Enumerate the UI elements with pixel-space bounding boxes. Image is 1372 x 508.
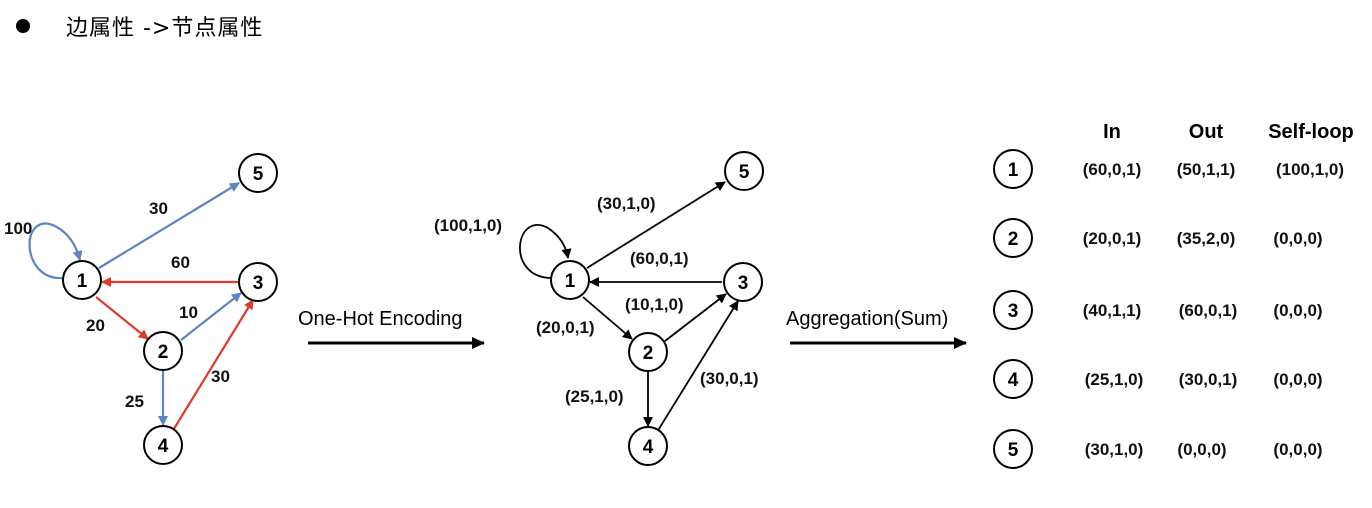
g1-node-4: 4 (143, 425, 183, 465)
g2-label-3-1: (60,0,1) (630, 249, 689, 268)
g2-node-3: 3 (723, 262, 763, 302)
g2-label-2-4: (25,1,0) (565, 387, 624, 406)
table-cell-in: (40,1,1) (1083, 301, 1142, 320)
table-row: 4 (25,1,0) (30,0,1) (0,0,0) (993, 359, 1323, 399)
g1-label-1-2: 20 (86, 316, 105, 335)
g2-edge-2-3 (664, 293, 727, 342)
table-cell-in: (25,1,0) (1085, 370, 1144, 389)
table-row-node: 3 (1008, 301, 1019, 322)
table-cell-self-loop: (0,0,0) (1273, 370, 1322, 389)
g2-node-2-label: 2 (643, 343, 654, 364)
table-cell-self-loop: (0,0,0) (1273, 301, 1322, 320)
g1-edge-self-1 (28, 222, 83, 280)
g1-label-2-3: 10 (179, 303, 198, 322)
g1-label-2-4: 25 (125, 392, 144, 411)
table-row-node: 4 (1008, 370, 1019, 391)
table-row: 5 (30,1,0) (0,0,0) (0,0,0) (993, 429, 1323, 469)
table-cell-self-loop: (100,1,0) (1276, 160, 1344, 179)
g1-edge-4-3 (171, 299, 254, 433)
step2-arrow: Aggregation(Sum) (786, 308, 967, 349)
g1-label-3-1: 60 (171, 253, 190, 272)
g1-node-5-label: 5 (253, 164, 264, 185)
g1-node-2: 2 (143, 331, 183, 371)
table-row: 2 (20,0,1) (35,2,0) (0,0,0) (993, 218, 1323, 258)
g1-node-2-label: 2 (158, 342, 169, 363)
g2-edge-4-3 (656, 300, 739, 433)
g2-edge-self-1 (519, 224, 572, 279)
g2-node-5-label: 5 (739, 162, 750, 183)
table-cell-out: (60,0,1) (1179, 301, 1238, 320)
g1-node-1-label: 1 (77, 271, 88, 292)
graph1: 100 30 60 10 20 25 30 1 2 3 4 5 (4, 153, 278, 465)
step2-label: Aggregation(Sum) (786, 308, 948, 330)
table-row: 3 (40,1,1) (60,0,1) (0,0,0) (993, 290, 1323, 330)
table-cell-in: (30,1,0) (1085, 440, 1144, 459)
table-cell-out: (30,0,1) (1179, 370, 1238, 389)
g1-edge-2-3 (180, 292, 242, 341)
g1-node-5: 5 (238, 153, 278, 193)
g2-node-1-label: 1 (565, 271, 576, 292)
title-row: 边属性 ->节点属性 (16, 6, 263, 46)
table-row-node: 1 (1008, 160, 1019, 181)
g2-edge-1-5 (586, 181, 726, 269)
g2-node-5: 5 (724, 151, 764, 191)
step1-label: One-Hot Encoding (298, 308, 463, 330)
aggregation-table: In Out Self-loop 1 (60,0,1) (50,1,1) (10… (993, 121, 1354, 469)
g2-label-self-1: (100,1,0) (434, 216, 502, 235)
g2-node-1: 1 (550, 260, 590, 300)
g1-node-3: 3 (238, 262, 278, 302)
table-row-node: 2 (1008, 229, 1019, 250)
table-row: 1 (60,0,1) (50,1,1) (100,1,0) (993, 149, 1344, 189)
g1-edge-1-2 (95, 296, 149, 340)
table-cell-out: (0,0,0) (1177, 440, 1226, 459)
g1-node-1: 1 (62, 260, 102, 300)
g1-label-4-3: 30 (211, 367, 230, 386)
g2-node-2: 2 (628, 332, 668, 372)
table-cell-in: (60,0,1) (1083, 160, 1142, 179)
table-cell-out: (50,1,1) (1177, 160, 1236, 179)
g2-node-4-label: 4 (643, 437, 654, 458)
g2-label-1-5: (30,1,0) (597, 194, 656, 213)
g1-edge-1-5 (98, 182, 240, 269)
graph2: (100,1,0) (30,1,0) (60,0,1) (10,1,0) (20… (434, 151, 764, 466)
table-header-out: Out (1189, 121, 1224, 143)
step1-arrow: One-Hot Encoding (298, 308, 485, 349)
g2-label-4-3: (30,0,1) (700, 369, 759, 388)
g1-node-4-label: 4 (158, 436, 169, 457)
table-cell-in: (20,0,1) (1083, 229, 1142, 248)
g1-label-1-5: 30 (149, 199, 168, 218)
table-cell-self-loop: (0,0,0) (1273, 229, 1322, 248)
g2-node-4: 4 (628, 426, 668, 466)
g2-label-2-3: (10,1,0) (625, 295, 684, 314)
table-header-in: In (1103, 121, 1121, 143)
table-cell-out: (35,2,0) (1177, 229, 1236, 248)
g1-label-self-1: 100 (4, 219, 32, 238)
g2-node-3-label: 3 (738, 273, 749, 294)
table-row-node: 5 (1008, 440, 1019, 461)
table-cell-self-loop: (0,0,0) (1273, 440, 1322, 459)
bullet-dot-icon (16, 19, 30, 33)
table-header-self-loop: Self-loop (1268, 121, 1354, 143)
page-title: 边属性 ->节点属性 (66, 16, 264, 41)
g2-label-1-2: (20,0,1) (536, 318, 595, 337)
g1-node-3-label: 3 (253, 273, 264, 294)
g2-edge-1-2 (582, 296, 633, 340)
